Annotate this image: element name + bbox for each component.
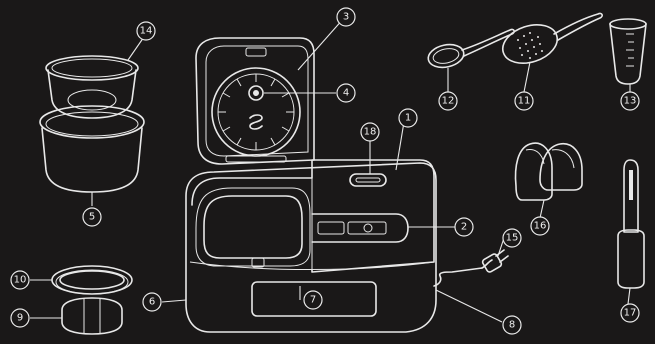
svg-text:2: 2 xyxy=(461,222,467,233)
svg-text:15: 15 xyxy=(506,233,519,244)
svg-text:17: 17 xyxy=(624,308,637,319)
inner-pot-and-steamer xyxy=(40,56,144,192)
steam-valve-ring-and-clip xyxy=(52,266,132,334)
svg-text:4: 4 xyxy=(343,88,349,99)
callout-13: 13 xyxy=(621,92,639,110)
oven-mitts xyxy=(516,143,582,200)
callout-10: 10 xyxy=(11,271,29,289)
callout-8: 8 xyxy=(503,316,521,334)
rice-paddle xyxy=(498,13,602,69)
svg-text:14: 14 xyxy=(140,26,153,37)
callout-9: 9 xyxy=(11,309,29,327)
svg-text:11: 11 xyxy=(518,96,531,107)
callout-18: 18 xyxy=(361,123,379,141)
soup-ladle xyxy=(426,29,514,70)
callout-17: 17 xyxy=(621,304,639,322)
svg-text:18: 18 xyxy=(364,127,377,138)
callout-7: 7 xyxy=(304,291,322,309)
callout-4: 4 xyxy=(337,84,355,102)
callout-11: 11 xyxy=(515,92,533,110)
svg-text:10: 10 xyxy=(14,275,27,286)
cooker-lid xyxy=(196,38,314,164)
callout-3: 3 xyxy=(337,8,355,26)
svg-text:6: 6 xyxy=(149,297,155,308)
svg-text:13: 13 xyxy=(624,96,637,107)
power-cord xyxy=(434,250,508,286)
svg-text:3: 3 xyxy=(343,12,349,23)
callout-14: 14 xyxy=(137,22,155,40)
callout-15: 15 xyxy=(503,229,521,247)
callout-1: 1 xyxy=(399,109,417,127)
svg-text:9: 9 xyxy=(17,313,23,324)
callout-2: 2 xyxy=(455,218,473,236)
svg-text:16: 16 xyxy=(534,221,547,232)
callout-5: 5 xyxy=(83,208,101,226)
svg-text:8: 8 xyxy=(509,320,515,331)
svg-text:1: 1 xyxy=(405,113,411,124)
spatula xyxy=(618,160,644,288)
callout-6: 6 xyxy=(143,293,161,311)
measuring-cup xyxy=(610,19,646,84)
svg-text:5: 5 xyxy=(89,212,95,223)
callout-12: 12 xyxy=(439,92,457,110)
svg-text:12: 12 xyxy=(442,96,455,107)
svg-text:7: 7 xyxy=(310,295,316,306)
callout-16: 16 xyxy=(531,217,549,235)
